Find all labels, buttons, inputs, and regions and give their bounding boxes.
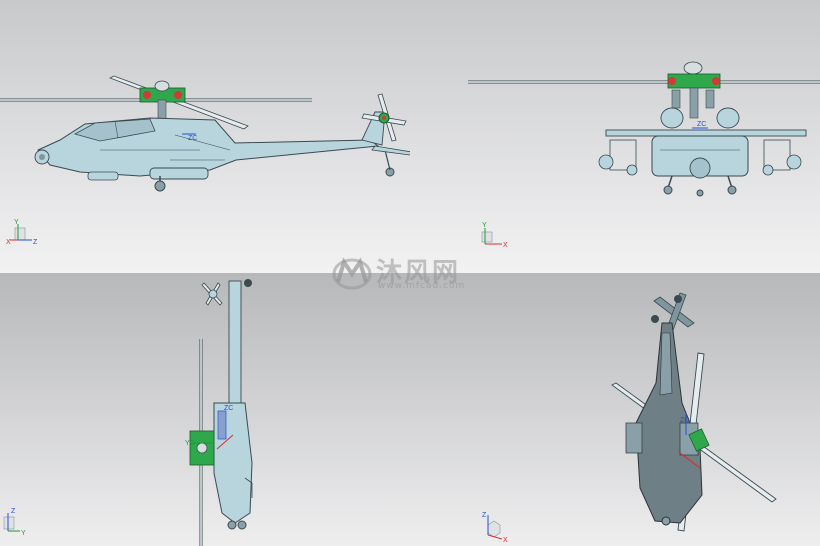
triad-axis-y: Y <box>14 219 19 226</box>
helicopter-iso-model[interactable]: ZC <box>410 273 820 546</box>
tail-rotor <box>653 292 695 334</box>
tail-rotor <box>361 93 407 142</box>
viewport-front[interactable]: ZC Y X <box>410 0 820 273</box>
rotor-hub <box>679 413 710 469</box>
triad-axis-z: Z <box>482 512 487 519</box>
helicopter-top-model[interactable]: ZC YC <box>0 273 410 546</box>
triad-axis-x: X <box>503 537 508 543</box>
label-zc: ZC <box>697 121 706 128</box>
rotor-hub <box>189 430 215 466</box>
axis-triad-iso: Z X <box>482 512 508 543</box>
triad-axis-y: Y <box>21 530 26 537</box>
label-zc: ZC <box>680 417 689 424</box>
helicopter-front-model[interactable]: ZC <box>410 0 820 273</box>
triad-axis-x: X <box>503 242 508 249</box>
helicopter-side-model[interactable]: ZC <box>0 0 410 273</box>
axis-triad-front: Y X <box>481 222 508 249</box>
axis-triad-top: Z Y <box>3 508 26 537</box>
weapon-pods <box>598 139 802 176</box>
label-zc: ZC <box>224 405 233 412</box>
axis-triad-side: Y X Z <box>6 219 38 246</box>
viewport-iso[interactable]: ZC Z X <box>410 273 820 546</box>
label-yc: YC <box>185 440 195 447</box>
triad-axis-z: Z <box>33 239 38 246</box>
tail-rotor <box>201 279 252 306</box>
viewport-side[interactable]: ZC Y X Z <box>0 0 410 273</box>
rotor-hub <box>139 80 186 123</box>
triad-axis-z: Z <box>11 508 16 515</box>
rotor-hub <box>667 73 721 119</box>
triad-axis-x: X <box>6 239 11 246</box>
triad-axis-y: Y <box>482 222 487 229</box>
viewport-top[interactable]: ZC YC Z Y <box>0 273 410 546</box>
svg-text:ZC: ZC <box>188 135 197 142</box>
